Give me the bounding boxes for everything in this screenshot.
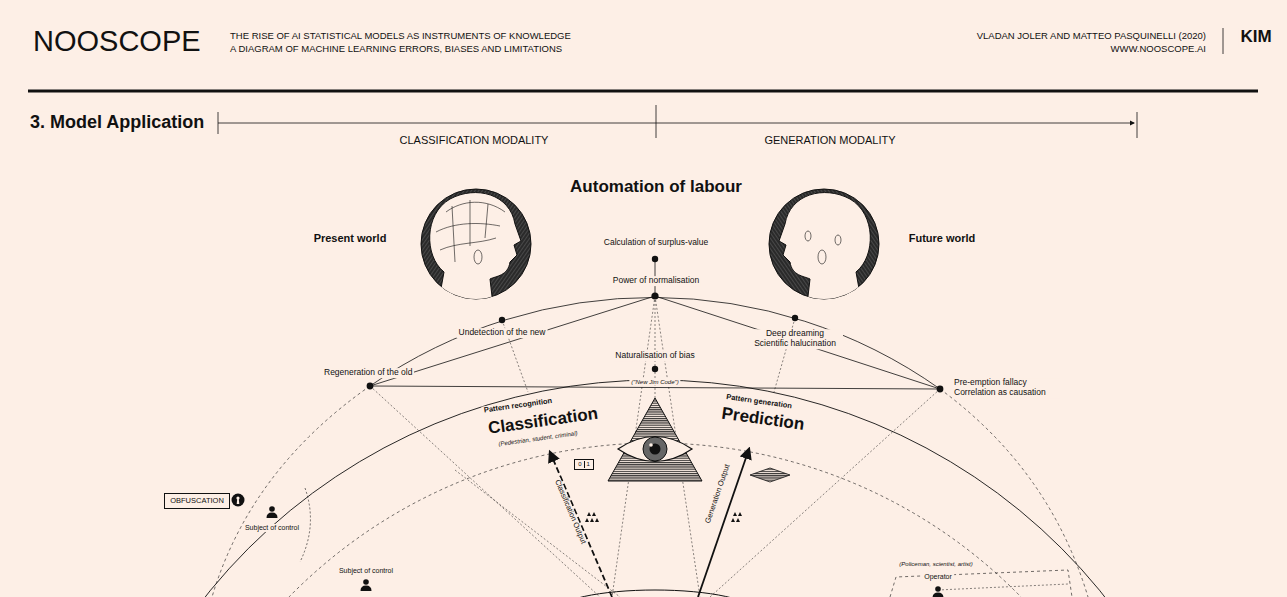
section-heading: 3. Model Application <box>28 112 206 133</box>
divider <box>1223 28 1224 54</box>
point-label: Calculation of surplus-value <box>602 238 710 248</box>
future-world-head <box>769 189 879 305</box>
person-icon <box>267 506 944 597</box>
point-label: Undetection of the new <box>457 328 548 338</box>
box-text: 0 <box>576 461 583 468</box>
actor-label: Subject of control <box>243 524 301 532</box>
modality-label: CLASSIFICATION MODALITY <box>398 134 551 147</box>
arrow-label: Classification Output <box>552 477 588 547</box>
modality-scale <box>218 105 1137 138</box>
actor-label: Subject of control <box>337 567 395 575</box>
box-text: OBFUSCATION <box>170 497 224 505</box>
box-text: 1 <box>584 461 592 468</box>
pattern-diamond <box>750 468 790 482</box>
small-triangles <box>585 512 742 522</box>
field-lines <box>80 259 1230 597</box>
node-dots <box>367 256 944 393</box>
credit: WWW.NOOSCOPE.AI <box>1108 44 1208 55</box>
modality-label: GENERATION MODALITY <box>762 134 897 147</box>
note: ("New Jim Code") <box>629 379 680 386</box>
subtitle: A DIAGRAM OF MACHINE LEARNING ERRORS, BI… <box>228 44 564 55</box>
world-label: Present world <box>312 232 389 245</box>
main-heading: Automation of labour <box>568 177 744 197</box>
obfuscation-box: OBFUSCATION <box>164 493 230 509</box>
credit: VLADAN JOLER AND MATTEO PASQUINELLI (202… <box>975 31 1208 42</box>
output-arrows <box>550 449 749 597</box>
title: NOOSCOPE <box>31 25 203 58</box>
eye-triangle <box>608 398 702 481</box>
binary-box: 01 <box>574 459 594 470</box>
point-label: Regeneration of the old <box>322 368 414 378</box>
arrow-label: Generation Output <box>703 462 733 527</box>
note: (Policeman, scientist, artist) <box>897 561 974 568</box>
mode-heading: Prediction <box>719 403 808 434</box>
point-label: Naturalisation of bias <box>613 351 696 361</box>
present-world-head <box>421 189 531 305</box>
header-rule <box>28 90 1258 93</box>
point-label: Deep dreaming Scientific halucination <box>747 329 843 349</box>
subtitle: THE RISE OF AI STATISTICAL MODELS AS INS… <box>228 31 573 42</box>
point-label: Power of normalisation <box>611 276 701 286</box>
actor-label: Operator <box>922 573 954 581</box>
point-label: Pre-emption fallacy Correlation as causa… <box>952 378 1060 398</box>
logo: KIM <box>1238 27 1273 47</box>
keyhole-icon <box>232 494 245 507</box>
world-label: Future world <box>907 232 978 245</box>
